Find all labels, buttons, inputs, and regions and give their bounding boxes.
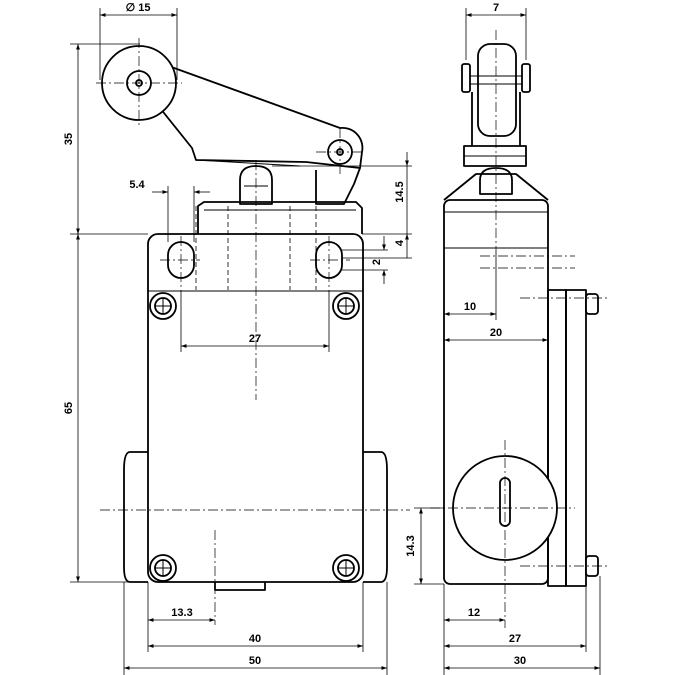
- dim-top-offset: 4: [394, 239, 406, 246]
- screw-icon: [149, 292, 177, 320]
- switch-body: [147, 233, 364, 583]
- dim-side-depth-10: 10: [464, 301, 476, 313]
- dim-total-width: 50: [249, 655, 261, 667]
- dim-side-27: 27: [509, 633, 521, 645]
- screw-icon: [332, 292, 360, 320]
- dim-body-height: 65: [63, 402, 75, 414]
- roller-side: [477, 43, 517, 137]
- dim-side-30: 30: [514, 655, 526, 667]
- front-dimensions: ∅ 15 35 65 5.4 14.5 4 2: [63, 2, 412, 675]
- mounting-plate: [547, 289, 567, 587]
- dim-roller-diameter: ∅ 15: [126, 2, 151, 14]
- dim-hole-spacing: 27: [249, 333, 261, 345]
- dim-side-depth-20: 20: [490, 327, 502, 339]
- dim-side-height: 14.3: [405, 535, 417, 556]
- dim-lever-height: 35: [63, 133, 75, 145]
- screw-icon: [149, 554, 177, 582]
- side-dimensions: 7 10 20 14.3 12 27 30: [405, 2, 601, 675]
- front-view: [96, 38, 410, 625]
- switch-head: [197, 201, 363, 234]
- side-view: [430, 30, 610, 628]
- lever-arm: [151, 59, 364, 169]
- dim-bottom-offset: 13.3: [171, 607, 192, 619]
- dim-roller-width: 7: [493, 2, 499, 14]
- dim-mount-width: 40: [249, 633, 261, 645]
- dim-slot-height: 2: [371, 259, 383, 265]
- screw-icon: [332, 554, 360, 582]
- dim-side-12: 12: [468, 607, 480, 619]
- dim-plunger-height: 14.5: [394, 181, 406, 202]
- dim-slot-spacing: 5.4: [129, 179, 145, 191]
